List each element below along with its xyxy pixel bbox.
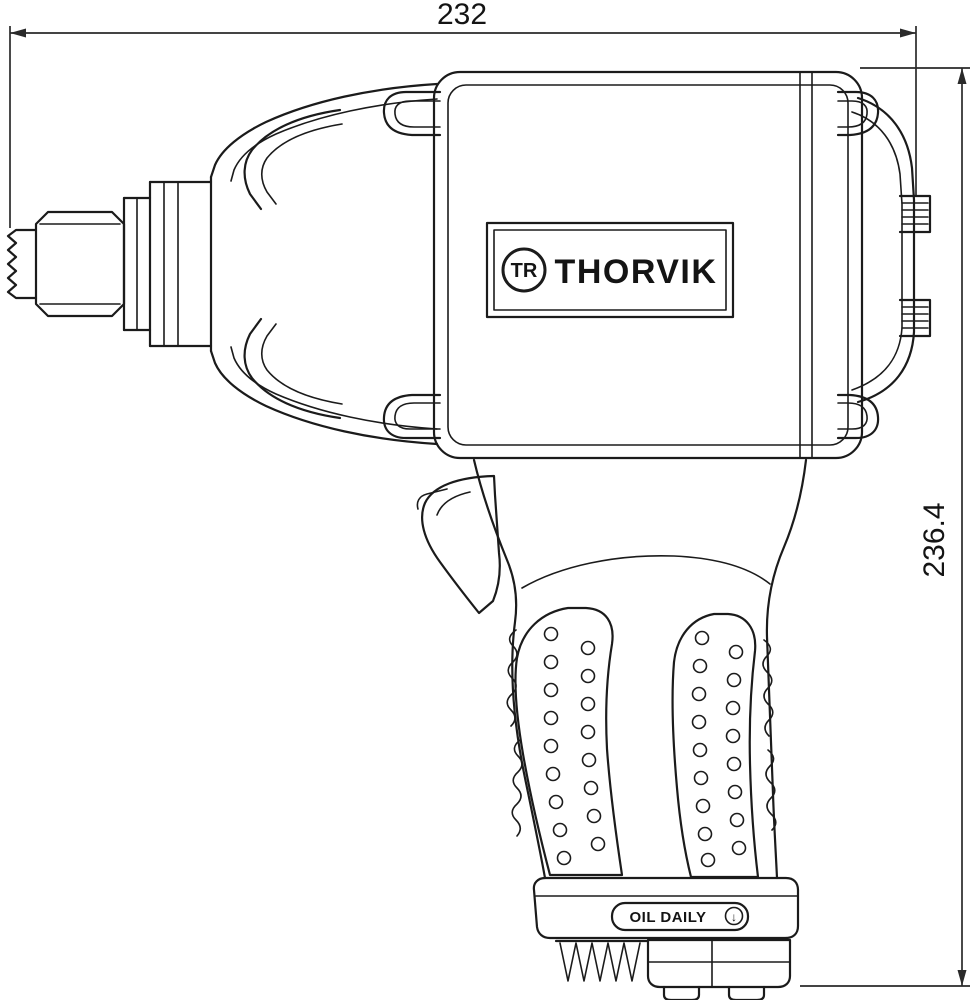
thorvik-logo-icon: TR	[501, 247, 547, 293]
dimension-arrow-bottom-icon	[957, 970, 967, 986]
brand-name: THORVIK	[555, 253, 718, 291]
air-inlet	[554, 938, 792, 1000]
width-dimension-label: 232	[437, 0, 487, 31]
motor-housing	[382, 70, 880, 460]
grip-pad-right	[671, 612, 760, 879]
dimension-arrow-left-icon	[10, 28, 26, 38]
grip-pad-left	[514, 606, 624, 877]
height-dimension: 236.4	[800, 67, 970, 987]
svg-text:↓: ↓	[731, 910, 737, 924]
handle-grip	[472, 458, 808, 880]
brand-plate: TR THORVIK	[485, 221, 735, 319]
oil-daily-text: OIL DAILY	[629, 909, 706, 926]
oil-drop-icon: ↓	[724, 906, 744, 926]
handle-base: OIL DAILY ↓	[532, 876, 800, 940]
dimension-arrow-right-icon	[900, 28, 916, 38]
oil-daily-label: OIL DAILY ↓	[610, 901, 750, 932]
hammer-case	[209, 82, 439, 446]
height-dimension-label: 236.4	[918, 502, 951, 577]
trigger	[416, 474, 501, 615]
rear-cap	[851, 96, 932, 404]
dimension-arrow-top-icon	[957, 68, 967, 84]
anvil-square-drive	[6, 180, 213, 348]
thorvik-monogram: TR	[511, 260, 538, 282]
width-dimension: 232	[9, 0, 917, 228]
